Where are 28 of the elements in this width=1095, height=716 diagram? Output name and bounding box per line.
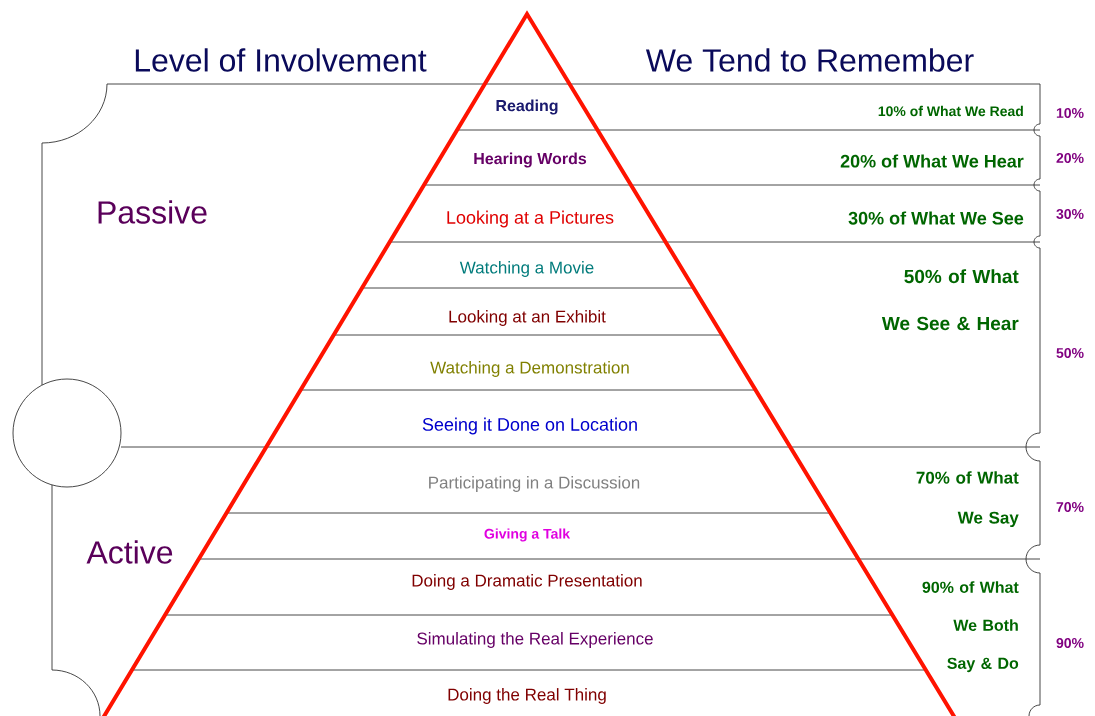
column-heading: Level of Involvement xyxy=(135,48,427,72)
row-label: Watching a Demonstration xyxy=(430,361,629,377)
row-label: Simulating the Real Experience xyxy=(417,632,653,648)
recall-text: 20% of What We Hear xyxy=(840,154,1024,168)
row-label: Doing the Real Thing xyxy=(448,688,606,704)
category-label: Active xyxy=(86,540,173,564)
row-label: Seeing it Done on Location xyxy=(422,417,637,435)
category-label: Passive xyxy=(98,200,207,224)
percent-label: 90% xyxy=(1056,638,1084,648)
column-heading: We Tend to Remember xyxy=(645,48,974,72)
row-label: Doing a Dramatic Presentation xyxy=(412,574,642,590)
recall-text: 70% of What We Say xyxy=(916,471,1019,528)
row-label: Hearing Words xyxy=(474,152,587,168)
percent-label: 20% xyxy=(1056,153,1084,163)
row-label: Reading xyxy=(496,99,558,115)
percent-label: 30% xyxy=(1056,209,1084,219)
row-label: Participating in a Discussion xyxy=(429,476,640,492)
row-label: Watching a Movie xyxy=(459,261,594,277)
percent-label: 50% xyxy=(1056,348,1084,358)
row-label: Looking at an Exhibit xyxy=(449,310,606,326)
row-label: Looking at a Pictures xyxy=(447,210,614,228)
percent-label: 10% xyxy=(1056,108,1084,118)
recall-text: 10% of What We Read xyxy=(878,105,1023,117)
recall-text: 90% of What We Both Say & Do xyxy=(922,581,1019,673)
percent-label: 70% xyxy=(1056,502,1084,512)
row-label: Giving a Talk xyxy=(484,528,571,542)
recall-text: 30% of What We See xyxy=(848,211,1024,225)
recall-text: 50% of What We See & Hear xyxy=(881,269,1019,331)
